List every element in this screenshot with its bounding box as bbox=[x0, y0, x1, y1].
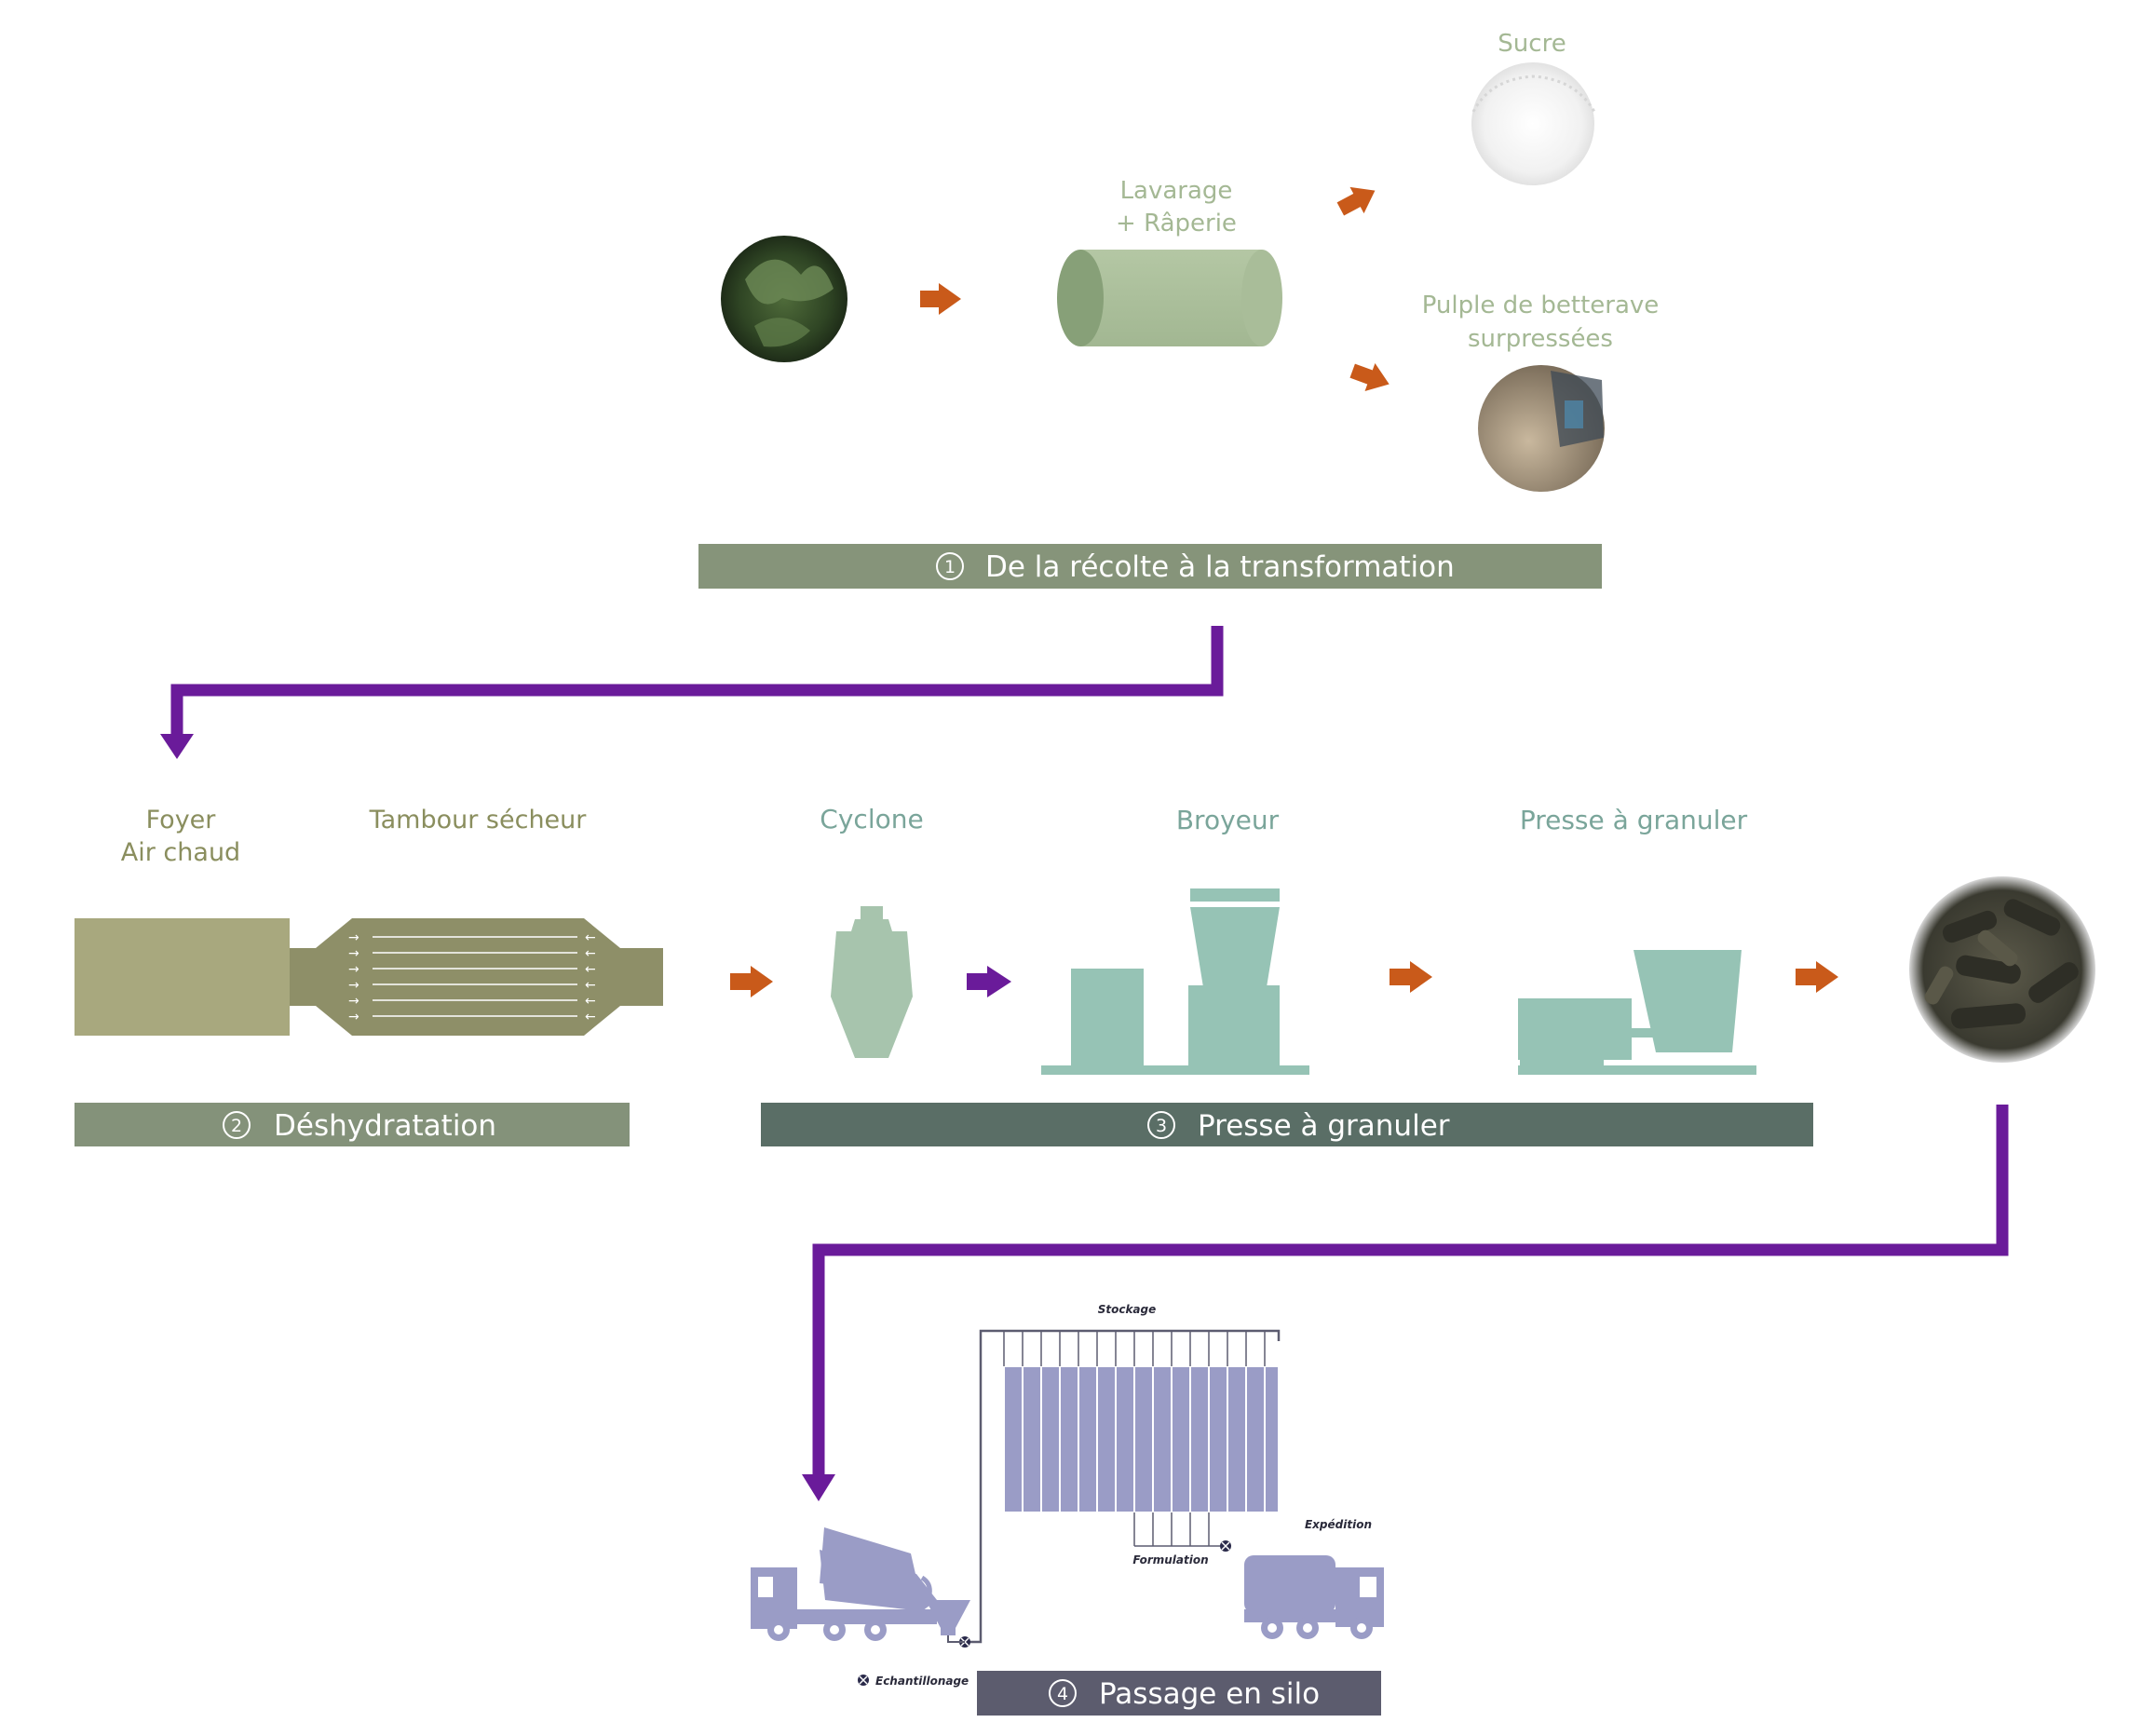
cyclone-label: Cyclone bbox=[820, 804, 923, 834]
svg-text:←: ← bbox=[585, 946, 596, 961]
cyclone bbox=[831, 906, 913, 1058]
furnace-label-line1: Foyer bbox=[146, 806, 217, 834]
step-2-title: Déshydratation bbox=[274, 1109, 496, 1143]
step-4-title: Passage en silo bbox=[1099, 1677, 1320, 1711]
step-4-number: 4 bbox=[1057, 1684, 1068, 1704]
shipping-label: Expédition bbox=[1305, 1518, 1372, 1531]
sugar-label: Sucre bbox=[1498, 30, 1566, 58]
receiving-hopper bbox=[926, 1600, 970, 1643]
silo-battery bbox=[965, 1329, 1281, 1644]
grinder-label: Broyeur bbox=[1176, 805, 1280, 835]
drying-drum: →→→ →→→ ←←← ←←← bbox=[290, 918, 663, 1036]
furnace-label-line2: Air chaud bbox=[121, 838, 240, 867]
svg-text:←: ← bbox=[585, 1010, 596, 1024]
washing-drum bbox=[1057, 250, 1282, 346]
svg-text:→: → bbox=[348, 946, 359, 961]
svg-text:←: ← bbox=[585, 930, 596, 945]
step-3-title: Presse à granuler bbox=[1198, 1109, 1450, 1143]
step-1-number: 1 bbox=[944, 557, 956, 577]
beet-photo bbox=[721, 236, 847, 362]
process-arrow-up bbox=[1336, 186, 1376, 216]
pellet-press bbox=[1518, 950, 1756, 1075]
step-1-title: De la récolte à la transformation bbox=[985, 550, 1455, 584]
valve-icon bbox=[858, 1675, 869, 1686]
pulp-label-line2: surpressées bbox=[1468, 325, 1613, 353]
step-2-number: 2 bbox=[231, 1116, 242, 1136]
process-arrow bbox=[730, 966, 773, 997]
pulp-photo bbox=[1478, 365, 1605, 492]
drum-label: Tambour sécheur bbox=[369, 806, 588, 834]
process-arrow bbox=[1390, 961, 1432, 993]
valve-icon bbox=[1220, 1540, 1231, 1552]
formulation-label: Formulation bbox=[1132, 1553, 1208, 1566]
svg-text:←: ← bbox=[585, 994, 596, 1009]
press-label: Presse à granuler bbox=[1520, 805, 1748, 835]
pellets-photo bbox=[1909, 876, 2095, 1063]
svg-text:←: ← bbox=[585, 978, 596, 993]
sugar-photo bbox=[1471, 62, 1596, 185]
grinder bbox=[1041, 888, 1309, 1075]
flow-arrow-1-2 bbox=[160, 626, 1224, 759]
step-4-band: 4 Passage en silo bbox=[977, 1671, 1381, 1716]
process-arrow-purple bbox=[967, 966, 1011, 997]
furnace-box bbox=[75, 918, 290, 1036]
step-1-band: 1 De la récolte à la transformation bbox=[698, 544, 1602, 589]
storage-label: Stockage bbox=[1098, 1303, 1157, 1316]
step-2-band: 2 Déshydratation bbox=[75, 1103, 630, 1146]
flow-arrow-3-4 bbox=[802, 1105, 2009, 1501]
process-arrow bbox=[920, 283, 961, 315]
svg-text:←: ← bbox=[585, 962, 596, 977]
svg-text:→: → bbox=[348, 978, 359, 993]
svg-text:→: → bbox=[348, 930, 359, 945]
process-arrow bbox=[1796, 961, 1838, 993]
tanker-truck-icon bbox=[1244, 1555, 1384, 1639]
svg-text:→: → bbox=[348, 1010, 359, 1024]
washer-label-line2: + Râperie bbox=[1116, 210, 1237, 237]
cement-truck-icon bbox=[751, 1527, 937, 1641]
step-3-number: 3 bbox=[1156, 1116, 1167, 1136]
sampling-label: Echantillonage bbox=[875, 1675, 969, 1688]
pulp-label-line1: Pulple de betterave bbox=[1422, 292, 1660, 319]
svg-text:→: → bbox=[348, 962, 359, 977]
svg-text:→: → bbox=[348, 994, 359, 1009]
step-3-band: 3 Presse à granuler bbox=[761, 1103, 1813, 1146]
washer-label-line1: Lavarage bbox=[1120, 177, 1233, 205]
process-arrow-down bbox=[1349, 362, 1390, 392]
